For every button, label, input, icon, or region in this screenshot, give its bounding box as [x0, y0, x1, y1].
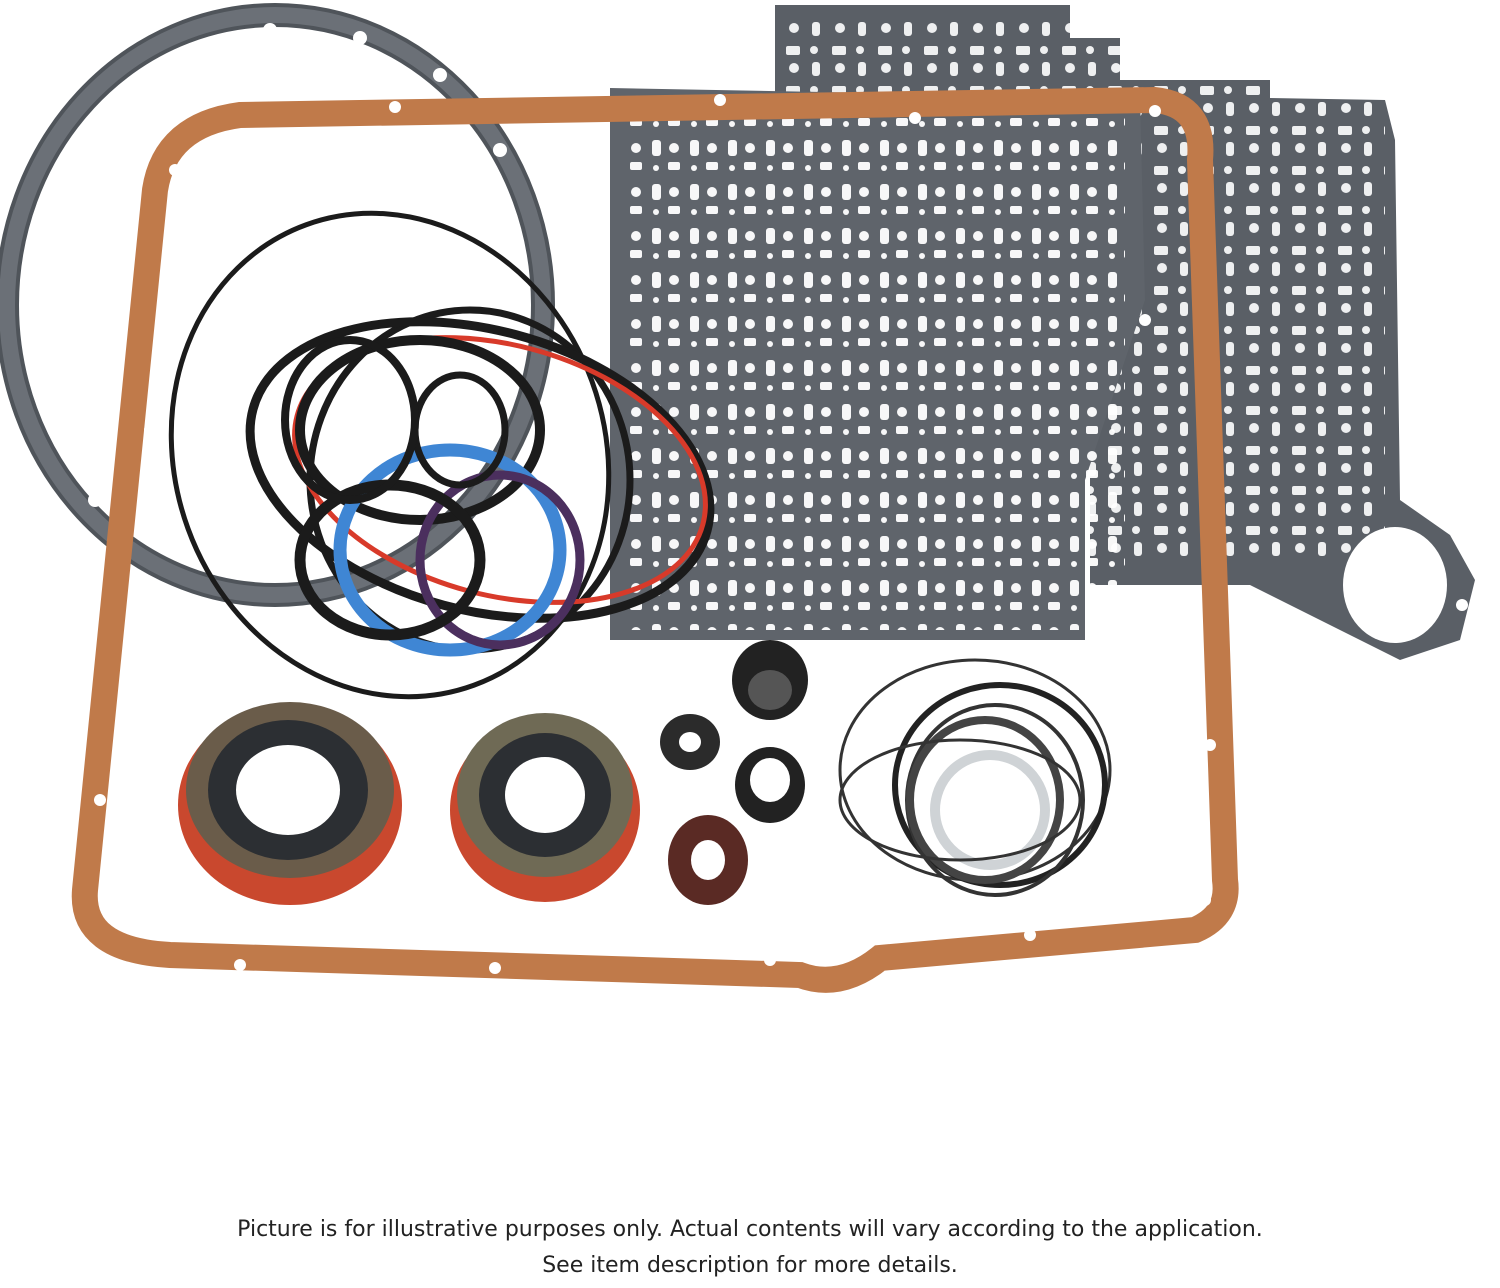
seal-left	[178, 702, 402, 905]
thin-ring-set	[838, 658, 1112, 897]
o-ring-bundle	[168, 210, 715, 700]
seal-center	[450, 713, 640, 902]
cork-pan-gasket	[71, 86, 1239, 993]
gasket-kit-photo	[0, 3, 1475, 993]
small-seals	[660, 640, 808, 905]
gray-case-gasket	[0, 3, 555, 607]
valve-body-gasket-front	[610, 88, 1145, 640]
disclaimer-caption: Picture is for illustrative purposes onl…	[0, 1212, 1500, 1284]
caption-line-2: See item description for more details.	[542, 1253, 958, 1278]
caption-line-1: Picture is for illustrative purposes onl…	[237, 1217, 1263, 1242]
